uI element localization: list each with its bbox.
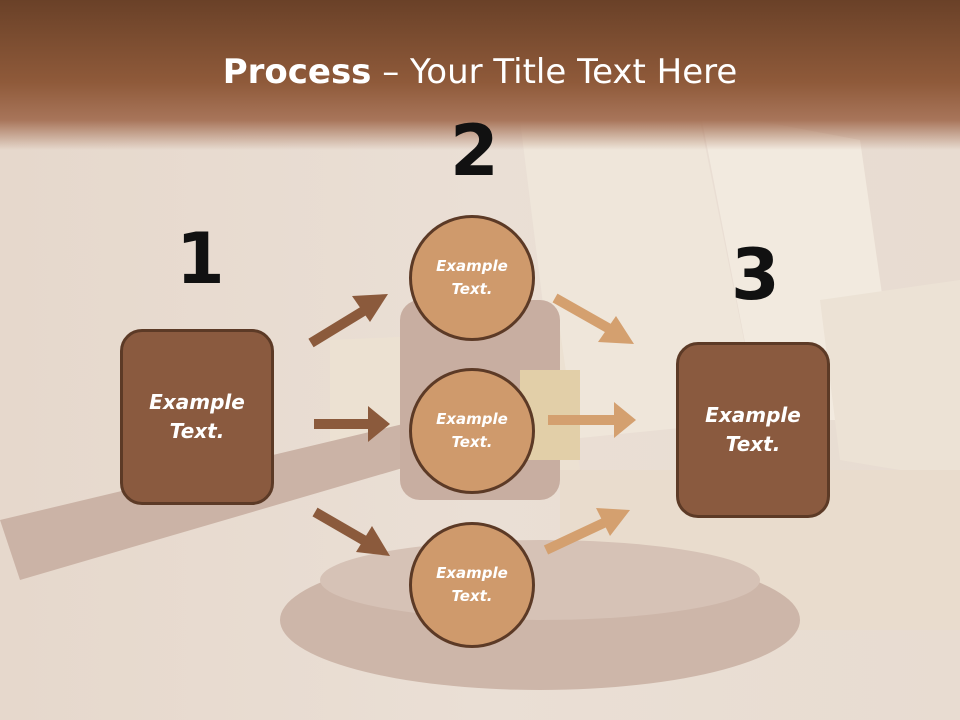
arrow-to-circle-bottom bbox=[312, 507, 390, 556]
arrow-to-circle-top bbox=[308, 294, 388, 348]
step-number-1: 1 bbox=[176, 218, 225, 300]
circle-top-text: Example Text. bbox=[436, 257, 508, 298]
slide-title: Process – Your Title Text Here bbox=[0, 52, 960, 92]
circle-middle-text: Example Text. bbox=[436, 410, 508, 451]
circle-step-top: Example Text. bbox=[409, 215, 535, 341]
arrow-from-circle-top bbox=[552, 293, 634, 344]
circle-step-middle: Example Text. bbox=[409, 368, 535, 494]
arrow-from-circle-bottom bbox=[543, 508, 630, 555]
right-step-text: Example Text. bbox=[705, 403, 801, 456]
circle-step-bottom: Example Text. bbox=[409, 522, 535, 648]
left-step-box: Example Text. bbox=[120, 329, 274, 505]
left-step-text: Example Text. bbox=[149, 390, 245, 443]
title-bold: Process bbox=[222, 52, 372, 92]
title-banner bbox=[0, 0, 960, 150]
arrow-from-circle-middle bbox=[548, 402, 636, 438]
circle-bottom-text: Example Text. bbox=[436, 564, 508, 605]
arrow-to-circle-middle bbox=[314, 406, 390, 442]
step-number-3: 3 bbox=[731, 234, 780, 316]
title-rest: – Your Title Text Here bbox=[371, 52, 738, 92]
step-number-2: 2 bbox=[450, 110, 499, 192]
right-step-box: Example Text. bbox=[676, 342, 830, 518]
